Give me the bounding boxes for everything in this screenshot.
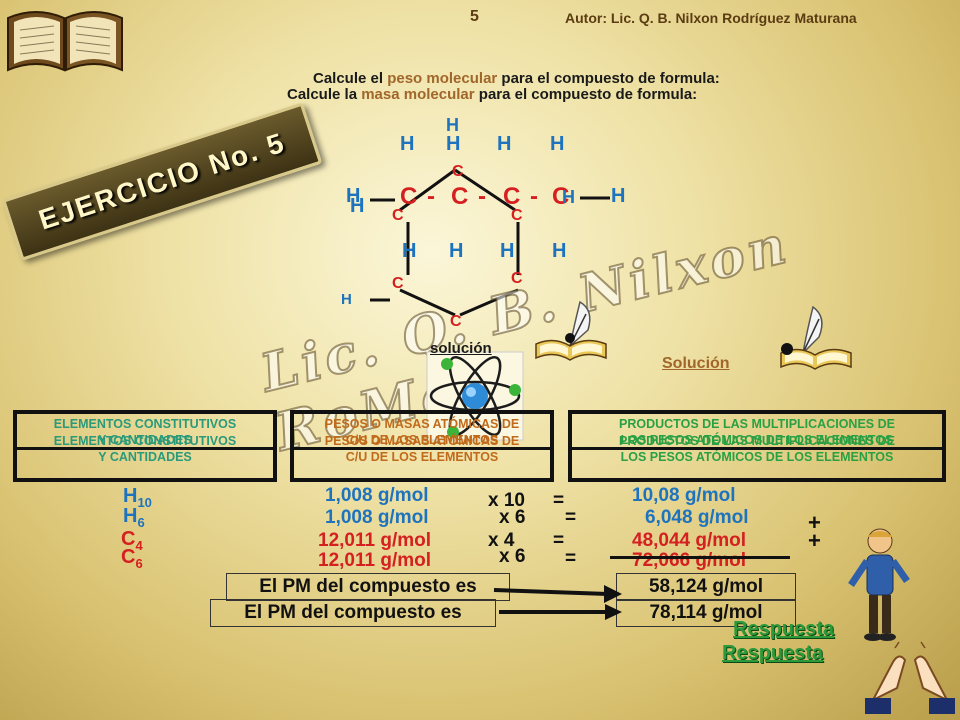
atom-c: C [400, 183, 418, 210]
atom-h: H [446, 133, 461, 155]
molecule-bonds [370, 168, 610, 317]
question-line-2: Calcule la masa molecular para el compue… [287, 86, 698, 103]
sum-rule [610, 556, 790, 559]
pm-label-box: El PM del compuesto es [226, 573, 510, 601]
element-symbol: C4 [121, 528, 143, 553]
product-value: 48,044 g/mol [632, 530, 747, 551]
book-icon [7, 11, 123, 72]
exercise-ribbon: EJERCICIO No. 5 [2, 102, 323, 261]
multiplier: x 6 [499, 507, 526, 528]
element-symbol: H10 [123, 485, 152, 510]
equals-sign: = [553, 490, 565, 511]
respuesta-link[interactable]: Respuesta [733, 618, 835, 640]
atomic-mass: 12,011 g/mol [318, 550, 432, 571]
atom-h: H [449, 240, 464, 262]
author-text: Autor: Lic. Q. B. Nilxon Rodríguez Matur… [565, 10, 857, 26]
bond-dash: - [530, 183, 538, 210]
atom-h: H [350, 195, 365, 217]
pm-value-box: 58,124 g/mol [616, 573, 796, 601]
product-value: 6,048 g/mol [645, 507, 749, 528]
atom-c: C [392, 275, 404, 292]
quill-book-icon [780, 305, 852, 370]
atom-h: H [611, 185, 626, 207]
atom-h: H [552, 240, 567, 262]
equals-sign: = [565, 507, 577, 528]
bond-dash: - [427, 183, 435, 210]
product-value: 10,08 g/mol [632, 485, 736, 506]
pm-label-box: El PM del compuesto es [210, 599, 496, 627]
atom-h: H [497, 133, 512, 155]
atom-h: H [562, 187, 575, 207]
atom-h: H [341, 291, 352, 308]
multiplier: x 10 [488, 490, 525, 511]
professor-figure-icon [848, 528, 910, 641]
multiplier: x 6 [499, 546, 526, 567]
box-divider [568, 447, 946, 450]
atom-c: C [451, 183, 469, 210]
arrow-icon [499, 604, 622, 620]
atom-c: C [450, 313, 462, 330]
header-box-elements: ELEMENTOS CONSTITUTIVOS ELEMENTOS CONSTI… [13, 410, 277, 482]
plus-sign: + [808, 510, 821, 535]
atom-h: H [500, 240, 515, 262]
solucion-link-2[interactable]: Solución [662, 355, 730, 372]
question-line-1: Calcule el peso molecular para el compue… [313, 70, 720, 87]
equals-sign: = [553, 530, 565, 551]
header-box-masses: PESOS O MASAS ATÓMICAS DE PESOS O MASAS … [290, 410, 554, 482]
plus-sign: + [808, 528, 821, 553]
atom-h: H [400, 133, 415, 155]
quill-book-icon [535, 300, 607, 361]
atomic-mass: 1,008 g/mol [325, 485, 429, 506]
multiplier: x 4 [488, 530, 515, 551]
solucion-link[interactable]: solución [430, 340, 492, 357]
atom-c: C [511, 270, 523, 287]
atom-h: H [446, 115, 459, 135]
atom-c: C [552, 183, 570, 210]
respuesta-link[interactable]: Respuesta [722, 642, 824, 664]
box-divider [13, 447, 277, 450]
equals-sign: = [565, 548, 577, 569]
atom-h: H [550, 133, 565, 155]
product-value: 72,066 g/mol [632, 550, 747, 571]
atom-c: C [392, 207, 404, 224]
atom-c: C [503, 183, 521, 210]
atom-h: H [402, 240, 417, 262]
clapping-hands-icon [865, 641, 955, 714]
bond-dash: - [478, 183, 486, 210]
element-symbol: C6 [121, 546, 143, 571]
atomic-mass: 12,011 g/mol [318, 530, 432, 551]
atom-c: C [452, 163, 464, 180]
box-divider [290, 447, 554, 450]
atomic-mass: 1,008 g/mol [325, 507, 429, 528]
element-symbol: H6 [123, 505, 145, 530]
atom-h: H [346, 185, 361, 207]
page-number: 5 [470, 8, 479, 25]
atom-c: C [511, 207, 523, 224]
atom-icon[interactable] [425, 350, 525, 442]
arrow-icon [493, 585, 622, 603]
header-box-products: PRODUCTOS DE LAS MULTIPLICACIONES DE PRO… [568, 410, 946, 482]
